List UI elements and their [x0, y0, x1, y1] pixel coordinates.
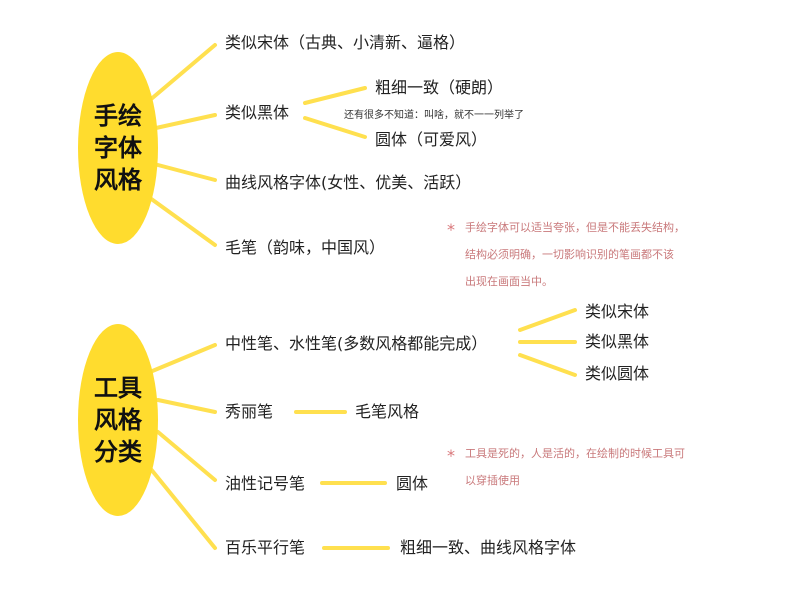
sub-hei: 类似黑体 [585, 332, 650, 351]
branch-line [156, 430, 217, 482]
branch-line [148, 43, 217, 102]
hub-line: 分类 [94, 438, 142, 466]
note-line: 以穿插使用 [465, 474, 520, 487]
branch-curve: 曲线风格字体(女性、优美、活跃） [225, 173, 472, 192]
sub-pilot: 粗细一致、曲线风格字体 [400, 538, 577, 557]
branch-brush: 毛笔（韵味，中国风） [225, 238, 386, 257]
hub-ellipse [78, 324, 158, 516]
hub-line: 手绘 [94, 102, 142, 130]
note-2: 工具是死的，人是活的，在绘制的时候工具可 以穿插使用 [465, 440, 725, 494]
note-1: 手绘字体可以适当夸张，但是不能丢失结构， 结构必须明确，一切影响识别的笔画都不该… [465, 214, 725, 295]
hub-line: 工具 [94, 374, 142, 402]
hub-ellipse [78, 52, 158, 244]
star-icon: * [447, 220, 455, 239]
hub-tool-style: 工具 风格 分类 [78, 372, 158, 468]
branch-line [148, 343, 217, 374]
heiti-aside: 还有很多不知道：叫啥，就不一一列举了 [344, 110, 524, 121]
branch-line [303, 86, 367, 105]
branch-line [156, 398, 217, 414]
sub-round: 圆体 [396, 474, 429, 493]
branch-xiuli: 秀丽笔 [225, 402, 274, 421]
branch-marker: 油性记号笔 [225, 474, 306, 493]
branch-line [148, 196, 217, 247]
branch-line [303, 116, 367, 139]
branch-pilot: 百乐平行笔 [225, 538, 306, 557]
sub-song: 类似宋体 [585, 302, 650, 321]
note-line: 出现在画面当中。 [465, 275, 553, 288]
branch-gel-pen: 中性笔、水性笔(多数风格都能完成） [225, 334, 488, 353]
sub-round: 圆体（可爱风） [375, 130, 488, 149]
sub-brush-style: 毛笔风格 [355, 402, 420, 421]
sub-yuan: 类似圆体 [585, 364, 650, 383]
hub-hand-drawn-font-style: 手绘 字体 风格 [78, 100, 158, 196]
branch-line [148, 466, 217, 550]
branch-line [154, 113, 217, 130]
branch-line [156, 163, 217, 182]
note-line: 结构必须明确，一切影响识别的笔画都不该 [465, 248, 674, 261]
branch-line [518, 308, 577, 332]
hub-line: 风格 [94, 406, 142, 434]
note-line: 工具是死的，人是活的，在绘制的时候工具可 [465, 447, 685, 460]
sub-uniform: 粗细一致（硬朗） [375, 78, 504, 97]
hub-line: 字体 [94, 134, 142, 162]
branch-hei: 类似黑体 [225, 103, 290, 122]
star-icon: * [447, 446, 455, 465]
branch-song: 类似宋体（古典、小清新、逼格） [225, 33, 466, 52]
note-line: 手绘字体可以适当夸张，但是不能丢失结构， [465, 221, 685, 234]
branch-line [518, 353, 577, 377]
hub-line: 风格 [94, 166, 142, 194]
